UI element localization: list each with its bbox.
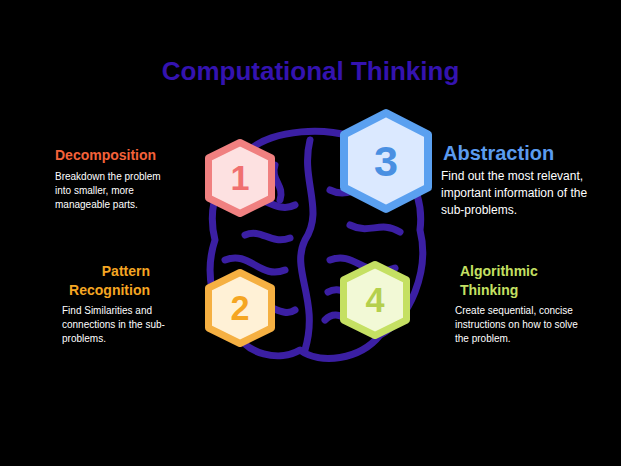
- step-heading: Decomposition: [55, 146, 185, 165]
- diagram-title: Computational Thinking: [0, 56, 621, 87]
- step-number: 2: [204, 268, 276, 348]
- step-description: Find Similarities and connections in the…: [62, 304, 176, 346]
- step-heading: Algorithmic Thinking: [460, 262, 560, 300]
- step-description: Create sequential, concise instructions …: [455, 304, 593, 346]
- step-hexagon: 3AbstractionFind out the most relevant, …: [339, 108, 433, 214]
- step-number: 1: [204, 138, 276, 218]
- step-number: 4: [339, 260, 411, 340]
- step-heading: Abstraction: [443, 140, 603, 167]
- step-description: Breakdown the problem into smaller, more…: [55, 170, 169, 212]
- step-description: Find out the most relevant, important in…: [441, 168, 595, 219]
- step-number: 3: [339, 108, 433, 214]
- step-hexagon: 4Algorithmic ThinkingCreate sequential, …: [339, 260, 411, 340]
- step-hexagon: 1DecompositionBreakdown the problem into…: [204, 138, 276, 218]
- step-hexagon: 2Pattern RecognitionFind Similarities an…: [204, 268, 276, 348]
- step-heading: Pattern Recognition: [40, 262, 150, 300]
